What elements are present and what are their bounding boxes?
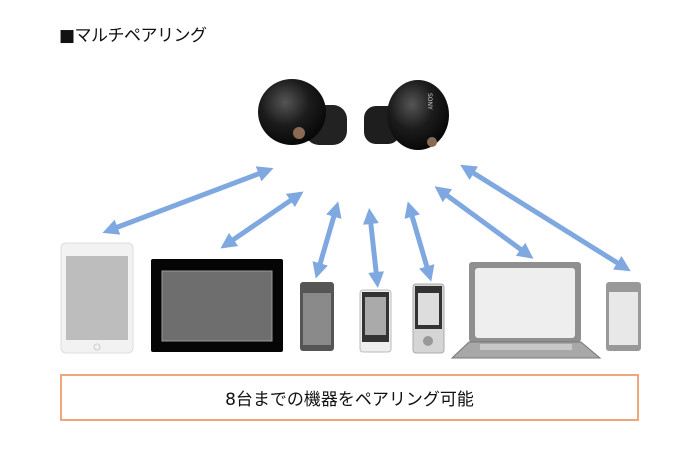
smartphone-icon xyxy=(606,282,641,351)
earbud-left xyxy=(258,79,347,145)
smartphone-icon xyxy=(300,282,334,351)
caption-text: 8台までの機器をペアリング可能 xyxy=(225,390,474,410)
caption-box: 8台までの機器をペアリング可能 xyxy=(60,374,639,421)
arrow-2 xyxy=(220,191,304,249)
arrow-5 xyxy=(404,201,435,282)
brand-logo: SONY xyxy=(426,93,433,110)
music-player-icon xyxy=(412,283,445,354)
connection-arrows xyxy=(102,164,631,288)
smartphone-icon xyxy=(359,289,392,353)
laptop-icon xyxy=(450,262,602,359)
tablet-white-icon xyxy=(60,242,134,354)
tablet-black-icon xyxy=(151,259,283,352)
arrow-4 xyxy=(362,208,385,288)
arrow-1 xyxy=(102,166,274,235)
arrow-3 xyxy=(312,201,342,279)
section-title: ■マルチペアリング xyxy=(59,26,207,46)
arrow-7 xyxy=(460,164,631,272)
earbud-right: SONY xyxy=(364,80,449,150)
